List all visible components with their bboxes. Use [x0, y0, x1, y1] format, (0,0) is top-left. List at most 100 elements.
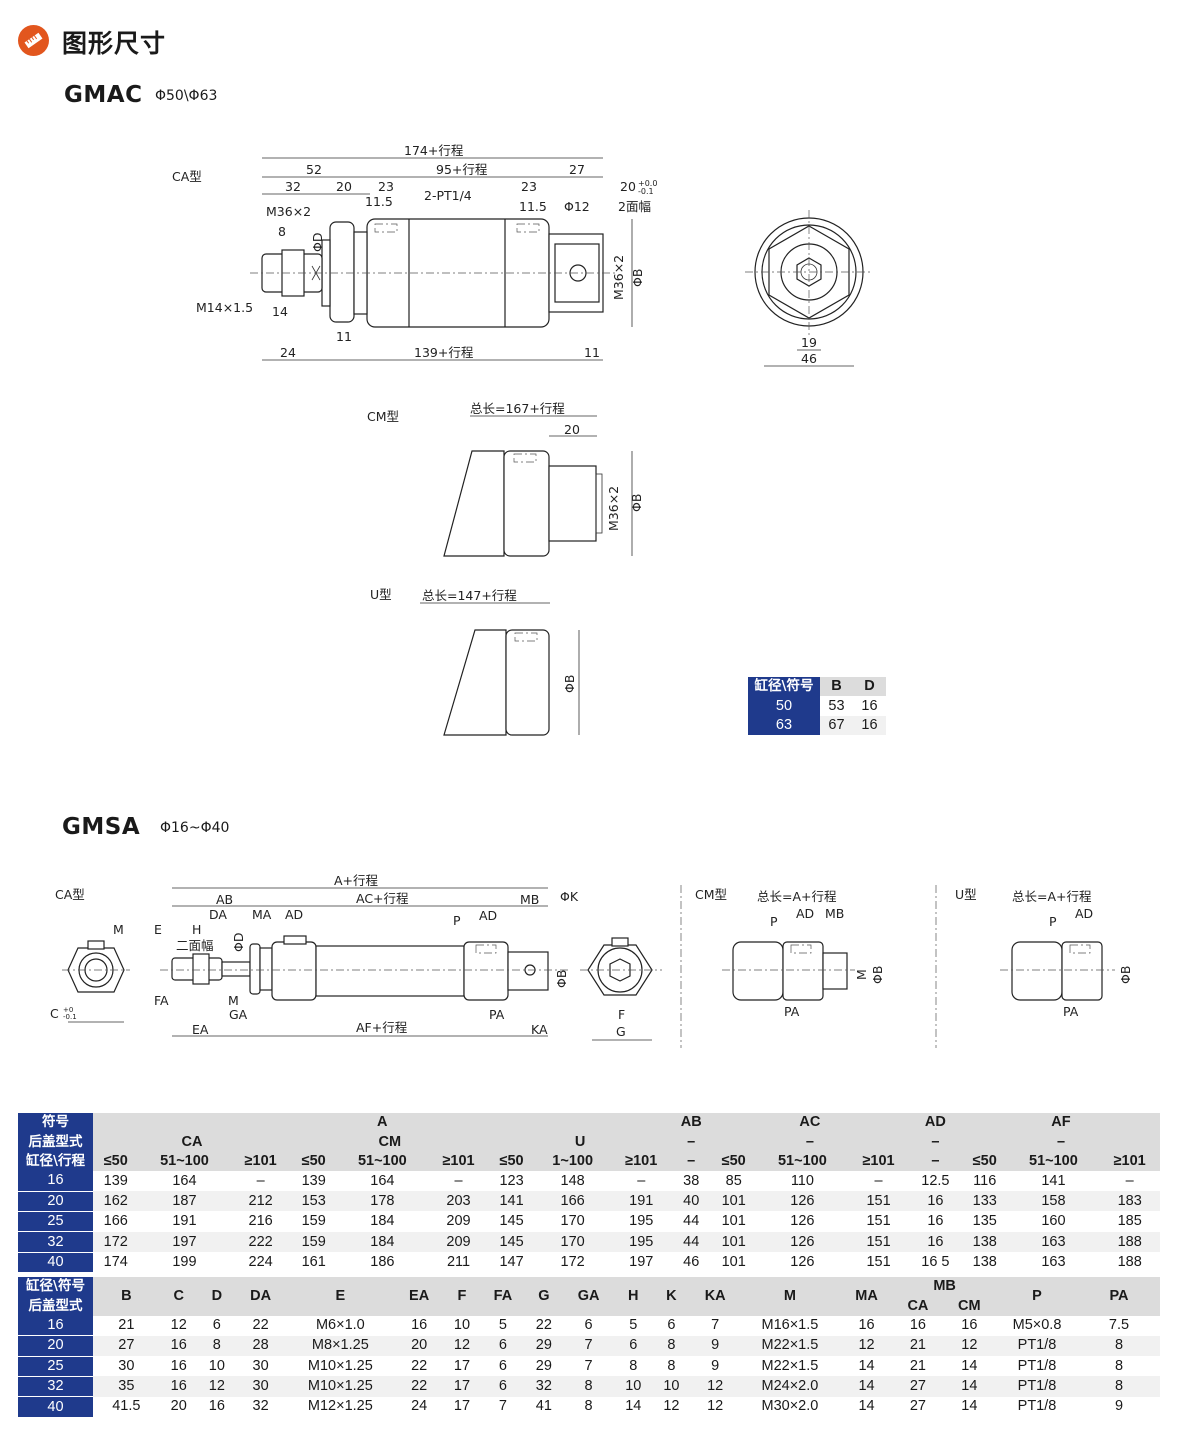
dim-tol20: 20 [620, 179, 636, 194]
t2-h-h: H [614, 1277, 653, 1316]
value-cell: 10 [197, 1356, 236, 1377]
value-cell: 153 [290, 1191, 337, 1212]
t2-h-da: DA [235, 1277, 286, 1316]
t1-h-stroke: ≥101 [428, 1151, 489, 1172]
t2-h-ea: EA [395, 1277, 443, 1316]
value-cell: 187 [138, 1191, 231, 1212]
value-cell: 8 [652, 1356, 691, 1377]
value-cell: 17 [442, 1356, 482, 1377]
value-cell: 126 [756, 1252, 849, 1273]
gmac-cm-view: 总长=167+行程 20 M36×2 ΦB [443, 401, 644, 557]
dim-m36v: M36×2 [611, 255, 626, 300]
value-cell: 16 [893, 1315, 943, 1336]
value-cell: 16 [159, 1376, 198, 1397]
value-cell: 24 [395, 1396, 443, 1417]
value-cell: 9 [690, 1356, 740, 1377]
t1-h-ac: AC [710, 1113, 909, 1133]
value-cell: 22 [235, 1315, 286, 1336]
value-cell: 7 [562, 1356, 615, 1377]
dim-11a: 11 [336, 329, 352, 344]
bore-cell: 32 [18, 1231, 93, 1253]
t1-h-a: A [93, 1113, 672, 1133]
value-cell: 101 [710, 1231, 757, 1253]
bore-cell: 25 [18, 1355, 93, 1377]
value-cell: 40 [671, 1191, 711, 1212]
bd-cell: 53 [820, 696, 853, 716]
t1-h-af: AF [961, 1113, 1160, 1133]
gmsa-u-pa: PA [1063, 1004, 1079, 1019]
value-cell: 110 [756, 1171, 849, 1192]
value-cell: 139 [93, 1171, 139, 1192]
gmac-cm-m36: M36×2 [606, 486, 621, 531]
value-cell: 184 [336, 1211, 429, 1232]
value-cell: 12 [839, 1335, 894, 1357]
value-cell: 174 [93, 1252, 139, 1273]
value-cell: 12 [690, 1376, 740, 1397]
value-cell: 9 [690, 1335, 740, 1357]
value-cell: 151 [848, 1252, 909, 1273]
gmsa-dim-fa: FA [154, 993, 169, 1008]
dim-m36: M36×2 [266, 204, 311, 219]
value-cell: 7.5 [1078, 1315, 1160, 1336]
value-cell: 185 [1099, 1211, 1160, 1232]
value-cell: 147 [488, 1252, 535, 1273]
value-cell: 163 [1007, 1252, 1100, 1273]
value-cell: 6 [614, 1335, 653, 1357]
value-cell: 10 [652, 1376, 691, 1397]
t2-h-mb: MB [893, 1277, 996, 1297]
value-cell: 151 [848, 1231, 909, 1253]
gmsa-dim-ac: AC+行程 [356, 891, 409, 906]
dim-27: 27 [569, 162, 585, 177]
gmsa-dim-m: M [113, 922, 124, 937]
value-cell: 30 [235, 1356, 286, 1377]
value-cell: 12 [197, 1376, 236, 1397]
t2-h-mb-ca: CA [893, 1296, 943, 1316]
gmsa-dim-c-up: +0 [63, 1006, 73, 1014]
t1-h-stroke: ≥101 [848, 1151, 909, 1172]
value-cell: 5 [614, 1315, 653, 1336]
gmsa-dim-mb: MB [520, 892, 539, 907]
value-cell: 160 [1007, 1211, 1100, 1232]
value-cell: 14 [614, 1396, 653, 1417]
gmsa-u-total: 总长=A+行程 [1012, 889, 1092, 904]
gmac-cm-total: 总长=167+行程 [470, 401, 565, 416]
t2-h-m: M [739, 1277, 840, 1316]
value-cell: M30×2.0 [739, 1396, 840, 1417]
t1-h-stroke: ≤50 [488, 1151, 535, 1172]
gmsa-cm-mb: MB [825, 906, 844, 921]
value-cell: 126 [756, 1211, 849, 1232]
dim-23b: 23 [521, 179, 537, 194]
t2-h-k: K [652, 1277, 691, 1316]
value-cell: – [1099, 1171, 1160, 1192]
value-cell: 35 [93, 1376, 160, 1397]
t2-h-ma: MA [839, 1277, 894, 1316]
value-cell: 209 [428, 1231, 489, 1253]
value-cell: 7 [481, 1396, 525, 1417]
value-cell: 126 [756, 1231, 849, 1253]
value-cell: M6×1.0 [285, 1315, 396, 1336]
value-cell: 16 [159, 1356, 198, 1377]
t1-h-stroke: ≥101 [230, 1151, 291, 1172]
value-cell: 16 [908, 1231, 962, 1253]
value-cell: M12×1.25 [285, 1396, 396, 1417]
value-cell: M24×2.0 [739, 1376, 840, 1397]
value-cell: 27 [93, 1335, 160, 1357]
t2-h-p: P [996, 1277, 1078, 1316]
t1-h-stroke: ≤50 [93, 1151, 139, 1172]
bd-bore: 63 [748, 715, 820, 736]
t1-h-stroke: ≤50 [961, 1151, 1008, 1172]
gmsa-dim-p: P [453, 913, 461, 928]
gmsa-dim-e: E [154, 922, 162, 937]
dim-port: 2-PT1/4 [424, 188, 472, 203]
value-cell: 22 [524, 1315, 563, 1336]
gmac-model-title: GMAC [64, 82, 143, 108]
t2-h-mb-cm: CM [942, 1296, 996, 1316]
value-cell: PT1/8 [996, 1335, 1078, 1357]
value-cell: M16×1.5 [739, 1315, 840, 1336]
t1-h-stroke: – [908, 1151, 962, 1172]
gmac-bd-table: 缸径\符号 B D 50 53 16 63 67 16 [748, 677, 886, 736]
value-cell: 14 [839, 1356, 894, 1377]
gmsa-cm-pa: PA [784, 1004, 800, 1019]
